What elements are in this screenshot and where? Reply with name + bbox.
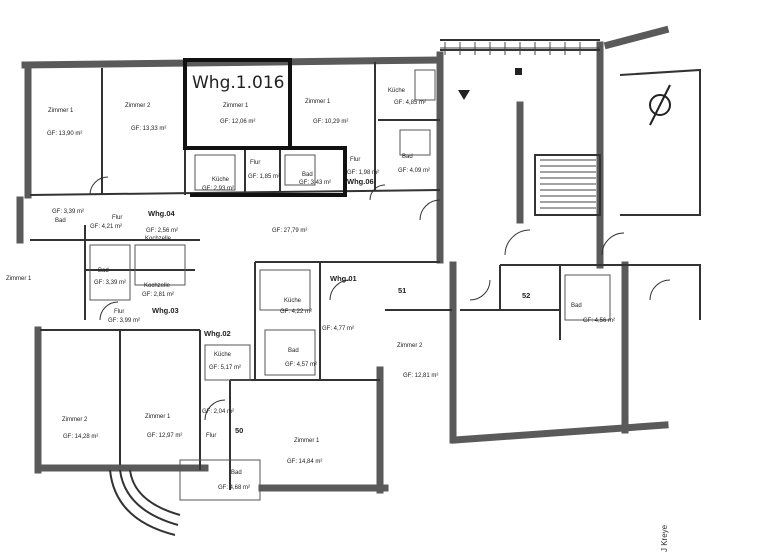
room-label: Flur: [114, 309, 125, 315]
room-label: Zimmer 1: [6, 276, 32, 282]
wall-bottom-right: [451, 421, 669, 444]
room-label: Flur: [350, 157, 361, 163]
area-label: GF: 4,85 m²: [394, 100, 427, 106]
marker-square: [515, 68, 522, 75]
room-label: Zimmer 1: [48, 108, 74, 114]
area-label: GF: 1,98 m²: [347, 170, 380, 176]
fixture-bath-3: [264, 329, 316, 376]
door-arc-5: [649, 279, 671, 301]
fixture-kitchen-2: [194, 154, 236, 191]
room-label: Zimmer 2: [62, 417, 88, 423]
area-label: GF: 14,84 m²: [287, 459, 323, 465]
fixture-kitchen-4: [204, 344, 251, 381]
door-arc-7: [204, 399, 226, 421]
room-label: Flur: [206, 433, 217, 439]
room-label: Flur: [250, 160, 261, 166]
area-label: GF: 4,77 m²: [322, 326, 355, 332]
area-label: GF: 12,81 m²: [403, 373, 439, 379]
fixture-kitchen-3: [259, 269, 311, 311]
room-label: Zimmer 1: [223, 103, 249, 109]
room-label: Küche: [212, 177, 230, 183]
area-label: GF: 12,97 m²: [147, 433, 183, 439]
area-label: GF: 1,85 m²: [248, 174, 281, 180]
door-arc-9: [469, 279, 491, 301]
area-label: GF: 3,43 m²: [299, 180, 332, 186]
door-arc-4: [601, 232, 625, 256]
area-label: GF: 13,90 m²: [47, 131, 83, 137]
signature: J Kreye: [660, 524, 669, 552]
unit-number: 52: [522, 291, 531, 300]
area-label: GF: 4,68 m²: [218, 485, 251, 491]
unit-number: 51: [398, 286, 407, 295]
room-label: Bad: [288, 348, 299, 354]
unit-number: 50: [235, 426, 244, 435]
right-room-2: [620, 264, 701, 320]
door-arc-6: [99, 301, 119, 321]
area-label: GF: 3,39 m²: [52, 209, 85, 215]
bay-window: [109, 469, 181, 536]
area-label: GF: 14,28 m²: [63, 434, 99, 440]
room-label: Kochzelle: [145, 236, 172, 242]
room-label: Bad: [402, 154, 413, 160]
area-label: GF: 2,81 m²: [142, 292, 175, 298]
room-label: Küche: [284, 298, 302, 304]
fixture-bath-5: [179, 459, 261, 501]
room-label: Bad: [231, 470, 242, 476]
room-label: Zimmer 2: [125, 103, 151, 109]
fixture-kochzelle: [134, 244, 186, 286]
area-label: GF: 2,93 m²: [202, 186, 235, 192]
room-label: Bad: [98, 268, 109, 274]
partition-upper-floor: [29, 189, 441, 196]
room-label: Küche: [388, 88, 406, 94]
room-label: Bad: [302, 172, 313, 178]
area-label: GF: 2,56 m²: [146, 228, 179, 234]
fixture-bath-4: [564, 274, 611, 321]
wall-top-left: [21, 56, 441, 69]
area-label: GF: 4,56 m²: [583, 318, 616, 324]
door-arc-8: [329, 279, 351, 301]
area-label: GF: 4,57 m²: [285, 362, 318, 368]
area-label: GF: 3,99 m²: [108, 318, 141, 324]
door-arc-1: [89, 176, 109, 196]
right-room: [619, 68, 701, 216]
room-label: Zimmer 2: [397, 343, 423, 349]
apartment-label: Whg.02: [204, 329, 231, 338]
area-label: GF: 5,17 m²: [209, 365, 242, 371]
apartment-label: Whg.01: [330, 274, 357, 283]
area-label: GF: 12,06 m²: [220, 119, 256, 125]
room-label: Flur: [112, 215, 123, 221]
apartment-title: Whg.1.016: [192, 73, 285, 93]
fixture-bath-2: [284, 154, 316, 186]
room-label: Bad: [55, 218, 66, 224]
wall-far-right: [603, 25, 670, 50]
door-arc-3: [504, 229, 531, 256]
area-label: GF: 4,09 m²: [398, 168, 431, 174]
room-label: Kochzelle: [144, 283, 171, 289]
apartment-label: Whg.04: [148, 209, 175, 218]
area-label: GF: 4,21 m²: [90, 224, 123, 230]
area-label: GF: 10,29 m²: [313, 119, 349, 125]
door-arc-10: [369, 184, 386, 201]
fixture-kitchen-1: [414, 69, 436, 101]
area-label: GF: 13,33 m²: [131, 126, 167, 132]
compass-icon: [649, 94, 671, 116]
room-label: Küche: [214, 352, 232, 358]
door-arc-2: [419, 199, 441, 221]
area-label: GF: 4,22 m²: [280, 309, 313, 315]
apartment-label: Whg.06: [347, 177, 374, 186]
area-label: GF: 3,39 m²: [94, 280, 127, 286]
fixture-bad-left: [89, 244, 131, 301]
room-label: Zimmer 1: [145, 414, 171, 420]
fixture-bath-1: [399, 129, 431, 156]
room-label: Bad: [571, 303, 582, 309]
highlighted-apartment-lower: [185, 146, 347, 197]
stair-frame: [534, 154, 601, 216]
entrance-arrow-icon: [458, 90, 470, 100]
area-label: GF: 2,04 m²: [202, 409, 235, 415]
apartment-label: Whg.03: [152, 306, 179, 315]
room-label: Zimmer 1: [294, 438, 320, 444]
area-label: GF: 27,79 m²: [272, 228, 308, 234]
room-label: Zimmer 1: [305, 99, 331, 105]
